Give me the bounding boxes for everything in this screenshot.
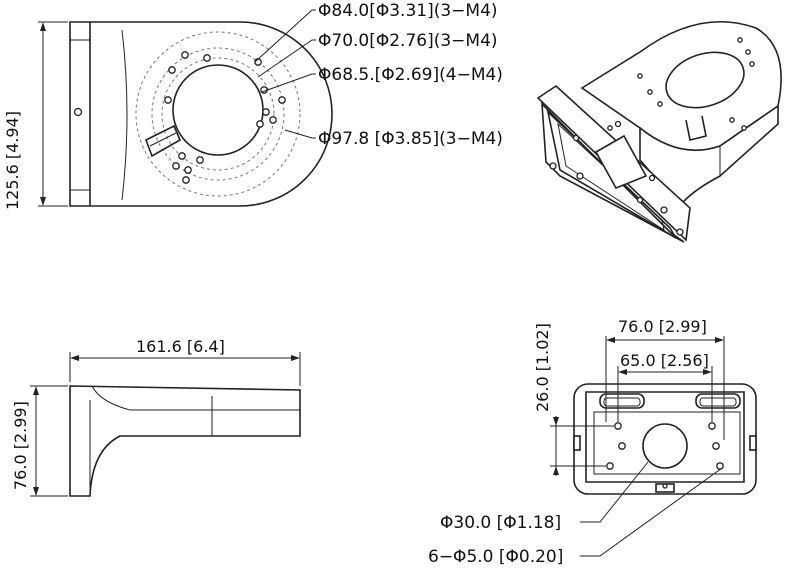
mount-hole [172, 162, 180, 170]
back-hole [712, 442, 720, 450]
iso-hole [745, 49, 751, 55]
iso-hole [607, 125, 613, 131]
mount-hole [181, 51, 189, 59]
iso-slot [685, 115, 707, 141]
mount-hole [196, 156, 204, 164]
back-plate-inner [585, 391, 745, 483]
iso-plate-hole [636, 196, 644, 204]
holes-label: 6−Φ5.0 [Φ0.20] [428, 547, 563, 567]
center-hole-label: Φ30.0 [Φ1.18] [440, 513, 561, 533]
iso-wall-plate-recess [557, 122, 665, 232]
side-view-length-label: 161.6 [6.4] [136, 337, 225, 356]
callout-label-1: Φ84.0[Φ3.31](3−M4) [318, 1, 498, 21]
back-hole [708, 422, 716, 430]
iso-wall-plate-face [541, 101, 685, 243]
iso-plate-hole [572, 134, 580, 142]
iso-hole [737, 37, 743, 43]
iso-hole [729, 117, 735, 123]
iso-hole [647, 89, 653, 95]
iso-hole [657, 101, 663, 107]
mount-hole [184, 166, 192, 174]
side-view-outline [69, 385, 301, 497]
iso-arm-side [639, 104, 779, 208]
back-outer-width-label: 76.0 [2.99] [618, 317, 707, 336]
callout-leader [580, 467, 723, 557]
callout-leader [580, 461, 649, 523]
iso-plate-hole [648, 174, 656, 182]
callout-label-2: Φ70.0[Φ2.76](3−M4) [318, 31, 498, 51]
iso-plate-hole [676, 228, 684, 236]
iso-hole [749, 61, 755, 67]
side-view: 161.6 [6.4] 76.0 [2.99] [11, 337, 301, 497]
iso-hole [637, 73, 643, 79]
iso-plate-hole [614, 120, 622, 128]
mount-hole [178, 152, 186, 160]
mount-hole [262, 108, 270, 116]
iso-plate-hole [660, 206, 668, 214]
top-view-curve [121, 29, 128, 201]
callout-leader [284, 129, 316, 139]
bottom-tab-hole [662, 483, 668, 489]
iso-hole [741, 125, 747, 131]
iso-center-hole [665, 51, 745, 109]
top-view-screw [73, 107, 83, 117]
bolt-circle-978 [135, 31, 301, 197]
callout-label-3: Φ68.5.[Φ2.69](4−M4) [318, 65, 503, 85]
mount-hole [168, 66, 176, 74]
iso-plate-hole [549, 162, 557, 170]
iso-plate-opening [594, 134, 648, 190]
side-tab [749, 435, 757, 451]
side-view-line [91, 385, 300, 411]
mount-hole [256, 120, 264, 128]
back-height-label: 26.0 [1.02] [533, 323, 552, 412]
back-hole [606, 462, 614, 470]
callout-label-4: Φ97.8 [Φ3.85](3−M4) [318, 129, 503, 149]
top-slot-left-inner [603, 397, 641, 407]
cable-slot-line [149, 132, 177, 147]
cable-slot [144, 124, 182, 158]
side-tab [573, 435, 581, 451]
top-slot-right-inner [699, 397, 737, 407]
mounting-holes [164, 51, 286, 184]
back-hole [614, 422, 622, 430]
callout-leader [261, 73, 316, 93]
bolt-circle-840 [151, 47, 285, 181]
callout-leader [254, 9, 316, 63]
mount-hole [203, 54, 211, 62]
top-view: 125.6 [4.94] Φ84.0[Φ3.31](3−M4) Φ70.0[Φ2… [3, 1, 503, 210]
mount-hole [269, 116, 277, 124]
back-hole [716, 462, 724, 470]
callout-leader [257, 39, 316, 78]
center-cable-hole [172, 64, 264, 156]
mount-hole [164, 96, 172, 104]
back-plate-recess [593, 411, 741, 475]
bolt-circle-700 [161, 57, 275, 171]
iso-plate-hole [576, 172, 584, 180]
mount-hole [182, 176, 190, 184]
isometric-view [536, 20, 782, 243]
back-view: 76.0 [2.99] 65.0 [2.56] 26.0 [1.02] Φ30.… [428, 317, 757, 567]
mount-hole [278, 96, 286, 104]
top-view-outline [69, 21, 333, 207]
top-view-height-label: 125.6 [4.94] [3, 111, 22, 210]
back-hole [618, 442, 626, 450]
side-view-height-label: 76.0 [2.99] [11, 401, 30, 490]
back-inner-width-label: 65.0 [2.56] [620, 351, 709, 370]
back-center-hole [642, 423, 688, 469]
